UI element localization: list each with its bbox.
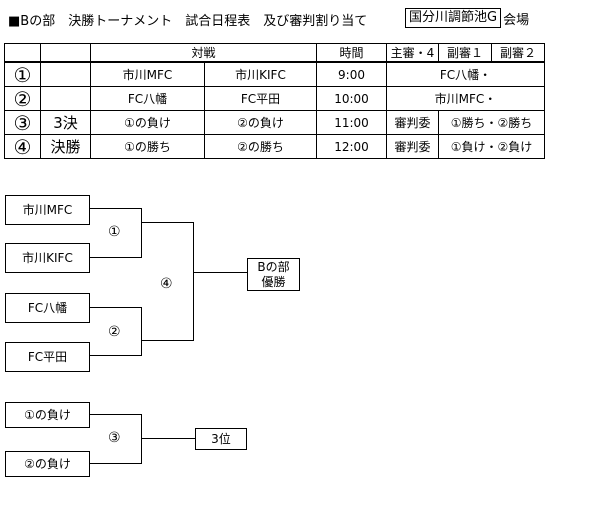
bracket-team-box: 市川KIFC [5,243,90,273]
match-stage: 決勝 [40,134,91,159]
team1: FC八幡 [90,86,205,111]
bracket-line [141,222,194,223]
team1: ①の勝ち [90,134,205,159]
table-row: ① 市川MFC 市川KIFC 9:00 FC八幡・ [4,61,545,87]
bracket-line [141,208,142,258]
header-assistant1: 副審１ [438,43,492,63]
header-assistant2: 副審２ [491,43,545,63]
match-number: ① [4,61,41,87]
referees: 市川MFC・ [386,86,545,111]
team1: 市川MFC [90,61,205,87]
schedule-table: 対戦 時間 主審・4 副審１ 副審２ ① 市川MFC 市川KIFC 9:00 F… [4,43,545,159]
team2: 市川KIFC [204,61,317,87]
bracket-line [89,463,142,464]
bracket-line [89,257,142,258]
referees: FC八幡・ [386,61,545,87]
match-time: 10:00 [316,86,387,111]
main-referee: 審判委 [386,134,439,159]
venue-label: 国分川調節池G 会場 [405,8,529,28]
third-place-box: 3位 [195,428,247,450]
header-empty [40,43,91,63]
third-place-team-box: ①の負け [5,402,90,428]
team2: FC平田 [204,86,317,111]
venue-suffix: 会場 [503,12,530,28]
match-stage [40,86,91,111]
bracket-team-box: 市川MFC [5,195,90,225]
assistant-referees: ①負け・②負け [438,134,545,159]
table-row: ② FC八幡 FC平田 10:00 市川MFC・ [4,86,545,111]
venue-name: 国分川調節池G [405,8,502,28]
team2: ②の勝ち [204,134,317,159]
match-number: ③ [4,110,41,135]
bracket-line [193,222,194,341]
match-time: 12:00 [316,134,387,159]
match-mark: ② [108,324,121,340]
main-referee: 審判委 [386,110,439,135]
schedule-header-row: 対戦 時間 主審・4 副審１ 副審２ [4,43,545,63]
page-title: ■Bの部 決勝トーナメント 試合日程表 及び審判割り当て [8,14,368,29]
match-mark: ① [108,224,121,240]
match-stage: 3決 [40,110,91,135]
header-match: 対戦 [90,43,317,63]
bracket-line [141,414,142,464]
assistant-referees: ①勝ち・②勝ち [438,110,545,135]
bracket-line [89,355,142,356]
champion-label-line1: Bの部 [257,259,290,274]
bracket-line [89,414,142,415]
champion-label-line2: 優勝 [261,274,286,289]
match-stage [40,61,91,87]
champion-box: Bの部 優勝 [247,258,300,291]
match-mark: ④ [160,276,173,292]
header-empty [4,43,41,63]
match-number: ④ [4,134,41,159]
bracket-team-box: FC平田 [5,342,90,372]
team2: ②の負け [204,110,317,135]
match-mark: ③ [108,430,121,446]
bracket-line [141,340,194,341]
bracket-team-box: FC八幡 [5,293,90,323]
header-time: 時間 [316,43,387,63]
table-row: ③ 3決 ①の負け ②の負け 11:00 審判委 ①勝ち・②勝ち [4,110,545,135]
bracket-line [193,272,247,273]
match-time: 9:00 [316,61,387,87]
team1: ①の負け [90,110,205,135]
match-time: 11:00 [316,110,387,135]
header-referee: 主審・4 [386,43,439,63]
bracket-line [89,208,142,209]
table-row: ④ 決勝 ①の勝ち ②の勝ち 12:00 審判委 ①負け・②負け [4,134,545,159]
bracket-line [89,307,142,308]
third-place-team-box: ②の負け [5,451,90,477]
match-number: ② [4,86,41,111]
bracket-line [141,307,142,356]
bracket-line [141,438,195,439]
